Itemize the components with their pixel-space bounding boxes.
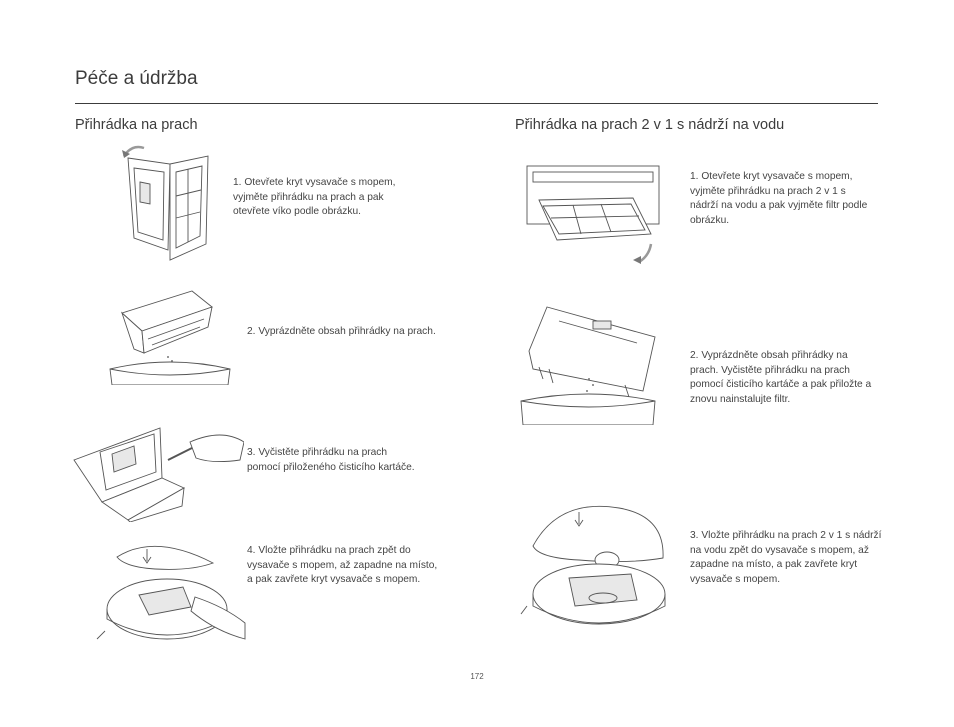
emptying-2in1-dustbin-illustration <box>520 306 656 425</box>
right-step-1-text: 1. Otevřete kryt vysavače s mopem, vyjmě… <box>690 171 868 226</box>
page-title: Péče a údržba <box>75 68 198 89</box>
dustbin-open-illustration <box>122 145 209 261</box>
title-divider <box>75 103 878 104</box>
page-number: 172 <box>470 672 484 681</box>
left-section-heading: Přihrádka na prach <box>75 117 198 133</box>
right-step-2-text: 2. Vyprázdněte obsah přihrádky na prach.… <box>690 350 872 405</box>
insert-2in1-dustbin-illustration <box>520 505 666 625</box>
insert-dustbin-illustration <box>96 545 246 640</box>
emptying-dustbin-illustration <box>109 290 231 385</box>
left-step-2-text: 2. Vyprázdněte obsah přihrádky na prach. <box>247 326 436 337</box>
right-step-3-text: 3. Vložte přihrádku na prach 2 v 1 s nád… <box>690 530 882 585</box>
right-section-heading: Přihrádka na prach 2 v 1 s nádrží na vod… <box>515 117 785 133</box>
left-step-1-text: 1. Otevřete kryt vysavače s mopem, vyjmě… <box>233 177 396 218</box>
left-step-4-text: 4. Vložte přihrádku na prach zpět do vys… <box>247 545 438 586</box>
remove-filter-illustration <box>526 165 660 264</box>
cleaning-dustbin-illustration <box>73 427 244 522</box>
left-step-3-text: 3. Vyčistěte přihrádku na prach pomocí p… <box>247 447 415 473</box>
